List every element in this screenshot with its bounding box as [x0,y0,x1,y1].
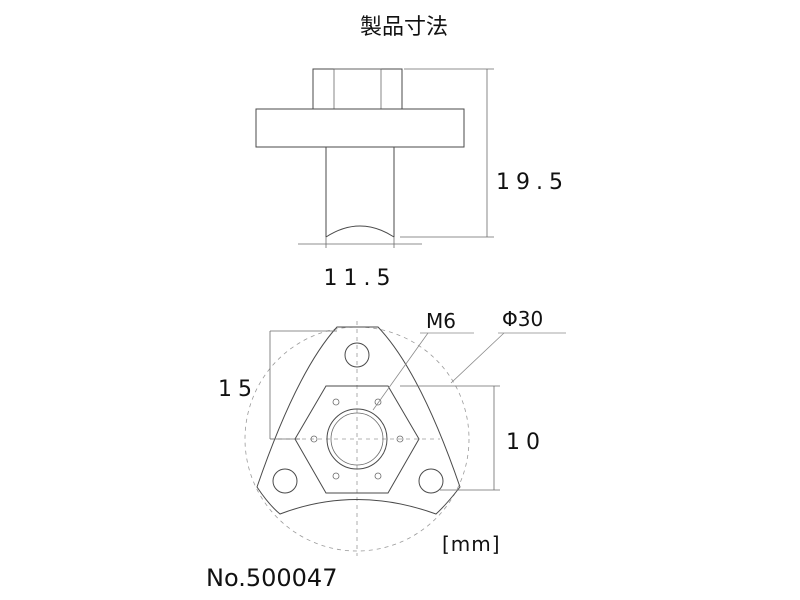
right-dim-label: 10 [506,430,546,455]
left-dim-label: 15 [218,377,258,402]
hex-point-mark [374,398,382,406]
height-dim-label: 19.5 [496,170,569,195]
m6-leader-line [372,332,429,411]
hex-point-mark [374,472,382,480]
thread-size-label: M6 [426,309,456,333]
nut-face [333,68,382,110]
side-view: 19.5 11.5 [255,68,569,291]
tri-lobe-knob-outline [256,326,461,515]
lobe-hole-right [418,468,444,494]
lobe-hole-top [344,342,370,368]
hex-point-mark [310,435,318,443]
left-dimension: 15 [218,330,337,440]
height-dimension: 19.5 [400,68,569,238]
shaft-curved-base [325,225,395,238]
outer-diameter-label: Φ30 [502,307,543,331]
hex-point-mark [396,435,404,443]
m6-callout: M6 [372,309,474,411]
diameter-callout: Φ30 [450,307,566,384]
m6-thread-inner [330,412,384,466]
flange-body [255,108,465,148]
top-view: M6 Φ30 15 10 [218,307,566,556]
part-number: No.500047 [206,564,337,592]
hex-point-mark [332,398,340,406]
width-dimension: 11.5 [298,237,422,291]
hex-point-mark [332,472,340,480]
outer-diameter-circle [244,326,470,552]
m6-threaded-hole [326,408,388,470]
drawing-title: 製品寸法 [360,15,448,40]
unit-label: [mm] [442,532,501,556]
diameter-leader-line [450,332,505,384]
width-dim-label: 11.5 [324,266,397,291]
right-dimension: 10 [400,385,546,491]
nut-outline [312,68,403,110]
lobe-hole-left [272,468,298,494]
